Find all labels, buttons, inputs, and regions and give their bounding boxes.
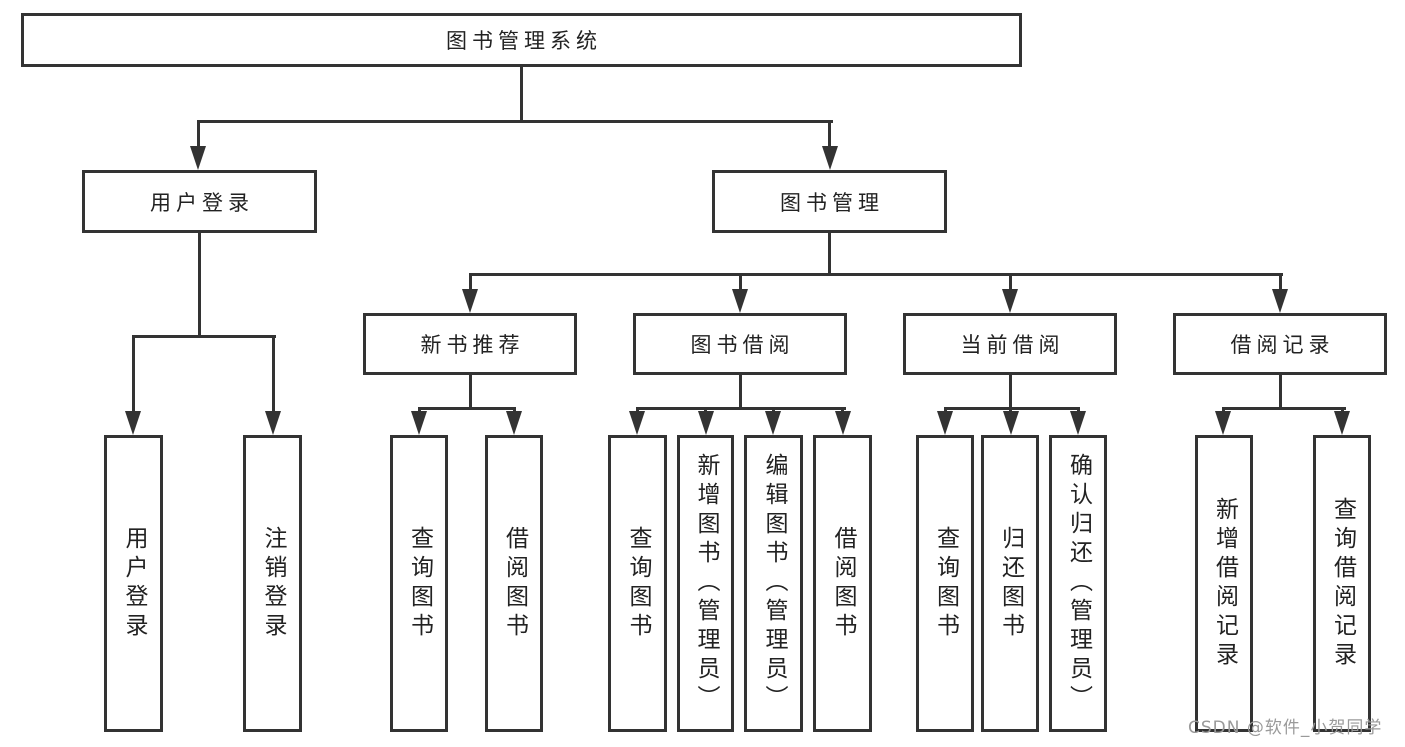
node-label: 借阅图书 — [830, 525, 856, 642]
leaf-return-book: 归还图书 — [981, 435, 1039, 732]
leaf-logout-login: 注销登录 — [243, 435, 302, 732]
leaf-query-books-recommend: 查询图书 — [390, 435, 448, 732]
connector-horizontal — [944, 407, 1080, 410]
node-label: 图书管理 — [780, 190, 884, 215]
connector-horizontal — [418, 407, 516, 410]
connector-vertical — [1279, 375, 1282, 407]
arrowhead-down — [1215, 411, 1231, 435]
node-label: 查询图书 — [932, 525, 959, 642]
connector-vertical — [469, 375, 472, 407]
arrowhead-down — [1070, 411, 1086, 435]
node-new-book-recommend: 新书推荐 — [363, 313, 577, 375]
node-label: 查询图书 — [625, 525, 651, 642]
node-label: 图书借阅 — [690, 333, 795, 357]
arrowhead-down — [937, 411, 953, 435]
connector-horizontal — [636, 407, 846, 410]
connector-vertical — [828, 120, 831, 148]
arrowhead-down — [698, 411, 714, 435]
arrowhead-down — [732, 289, 748, 313]
node-label: 借阅记录 — [1230, 333, 1335, 357]
node-label: 图书管理系统 — [446, 29, 602, 53]
node-label: 归还图书 — [997, 525, 1024, 642]
arrowhead-down — [265, 411, 281, 435]
connector-vertical — [520, 67, 523, 120]
connector-vertical — [197, 120, 200, 148]
connector-horizontal — [132, 335, 276, 338]
arrowhead-down — [765, 411, 781, 435]
node-label: 借阅图书 — [501, 525, 528, 642]
arrowhead-down — [190, 146, 206, 170]
arrowhead-down — [506, 411, 522, 435]
arrowhead-down — [1003, 411, 1019, 435]
leaf-borrow-books-borrowing: 借阅图书 — [813, 435, 872, 732]
arrowhead-down — [462, 289, 478, 313]
leaf-query-borrow-record: 查询借阅记录 — [1313, 435, 1371, 732]
connector-vertical — [828, 233, 831, 273]
connector-vertical — [1279, 273, 1282, 293]
node-user-login: 用户登录 — [82, 170, 317, 233]
arrowhead-down — [629, 411, 645, 435]
connector-vertical — [198, 233, 201, 335]
node-label: 用户登录 — [150, 190, 254, 215]
arrowhead-down — [411, 411, 427, 435]
connector-horizontal — [1222, 407, 1346, 410]
connector-vertical — [739, 273, 742, 293]
node-current-borrowing: 当前借阅 — [903, 313, 1117, 375]
leaf-query-books-current: 查询图书 — [916, 435, 974, 732]
connector-vertical — [739, 375, 742, 407]
connector-horizontal — [469, 273, 1283, 276]
node-label: 当前借阅 — [960, 333, 1065, 357]
connector-horizontal — [197, 120, 833, 123]
node-book-management: 图书管理 — [712, 170, 947, 233]
leaf-user-login: 用户登录 — [104, 435, 163, 732]
connector-vertical — [132, 335, 135, 413]
node-label: 查询借阅记录 — [1329, 496, 1356, 671]
arrowhead-down — [125, 411, 141, 435]
connector-vertical — [469, 273, 472, 293]
node-label: 新书推荐 — [420, 333, 525, 357]
leaf-confirm-return-admin: 确认归还（管理员） — [1049, 435, 1107, 732]
connector-vertical — [272, 335, 275, 413]
node-label: 用户登录 — [121, 525, 147, 642]
leaf-add-book-admin: 新增图书（管理员） — [677, 435, 734, 732]
arrowhead-down — [1272, 289, 1288, 313]
arrowhead-down — [1002, 289, 1018, 313]
node-label: 编辑图书（管理员） — [761, 453, 787, 714]
node-label: 确认归还（管理员） — [1065, 453, 1092, 714]
node-label: 注销登录 — [260, 525, 286, 642]
node-book-borrowing: 图书借阅 — [633, 313, 847, 375]
node-label: 新增借阅记录 — [1211, 496, 1238, 671]
csdn-watermark: CSDN @软件_小贺同学 — [1188, 718, 1383, 738]
node-label: 查询图书 — [406, 525, 433, 642]
leaf-query-books-borrowing: 查询图书 — [608, 435, 667, 732]
leaf-add-borrow-record: 新增借阅记录 — [1195, 435, 1253, 732]
arrowhead-down — [835, 411, 851, 435]
leaf-edit-book-admin: 编辑图书（管理员） — [744, 435, 803, 732]
arrowhead-down — [822, 146, 838, 170]
node-borrowing-records: 借阅记录 — [1173, 313, 1387, 375]
leaf-borrow-books-recommend: 借阅图书 — [485, 435, 543, 732]
connector-vertical — [1009, 375, 1012, 407]
connector-vertical — [1009, 273, 1012, 293]
node-library-management-system: 图书管理系统 — [21, 13, 1022, 67]
node-label: 新增图书（管理员） — [693, 453, 719, 714]
arrowhead-down — [1334, 411, 1350, 435]
